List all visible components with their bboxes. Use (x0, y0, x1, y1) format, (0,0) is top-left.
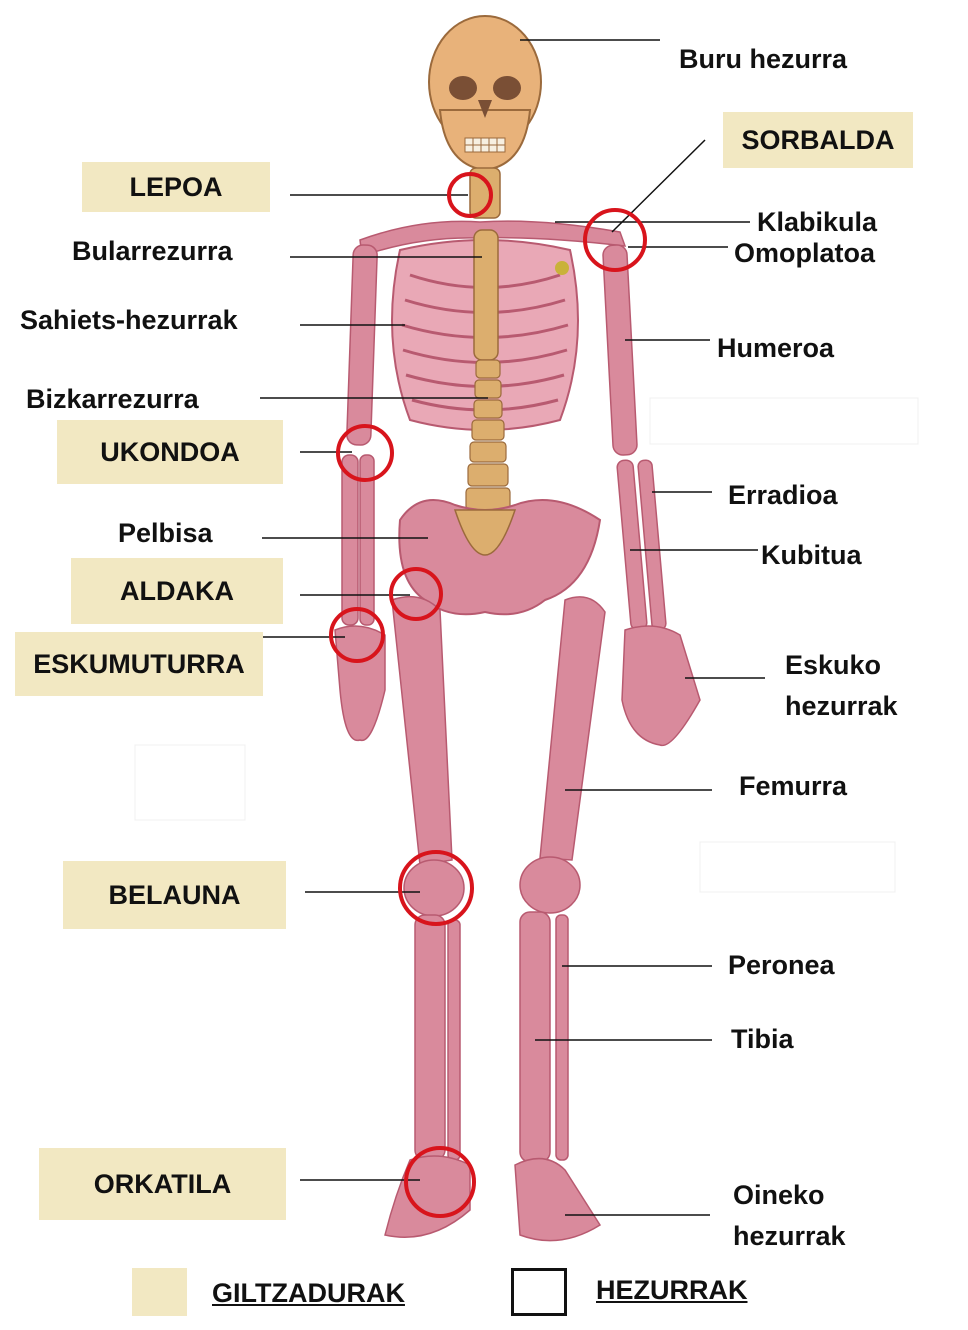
label-bularrezurra: Bularrezurra (72, 238, 233, 265)
label-eskuko-hezurrak: hezurrak (785, 693, 898, 720)
label-bizkarrezurra: Bizkarrezurra (26, 386, 199, 413)
label-ukondoa: UKONDOA (57, 420, 283, 484)
label-pelbisa: Pelbisa (118, 520, 213, 547)
label-sahiets-hezurrak: Sahiets-hezurrak (20, 307, 238, 334)
legend-joint-swatch (132, 1268, 187, 1316)
label-oineko: Oineko (733, 1182, 825, 1209)
legend-joints-label: GILTZADURAK (212, 1278, 405, 1309)
label-femurra: Femurra (739, 773, 847, 800)
label-erradioa: Erradioa (728, 482, 838, 509)
label-orkatila: ORKATILA (39, 1148, 286, 1220)
label-klabikula: Klabikula (757, 209, 877, 236)
label-tibia: Tibia (731, 1026, 794, 1053)
label-lepoa: LEPOA (82, 162, 270, 212)
label-humeroa: Humeroa (717, 335, 834, 362)
label-kubitua: Kubitua (761, 542, 862, 569)
label-sorbalda: SORBALDA (723, 112, 913, 168)
label-peronea: Peronea (728, 952, 835, 979)
label-oineko-hezurrak: hezurrak (733, 1223, 846, 1250)
label-omoplatoa: Omoplatoa (734, 240, 875, 267)
label-belauna: BELAUNA (63, 861, 286, 929)
label-buru-hezurra: Buru hezurra (679, 46, 847, 73)
label-eskuko: Eskuko (785, 652, 881, 679)
label-eskumuturra: ESKUMUTURRA (15, 632, 263, 696)
legend-bones-label: HEZURRAK (596, 1275, 748, 1306)
label-aldaka: ALDAKA (71, 558, 283, 624)
legend-bone-swatch (511, 1268, 567, 1316)
